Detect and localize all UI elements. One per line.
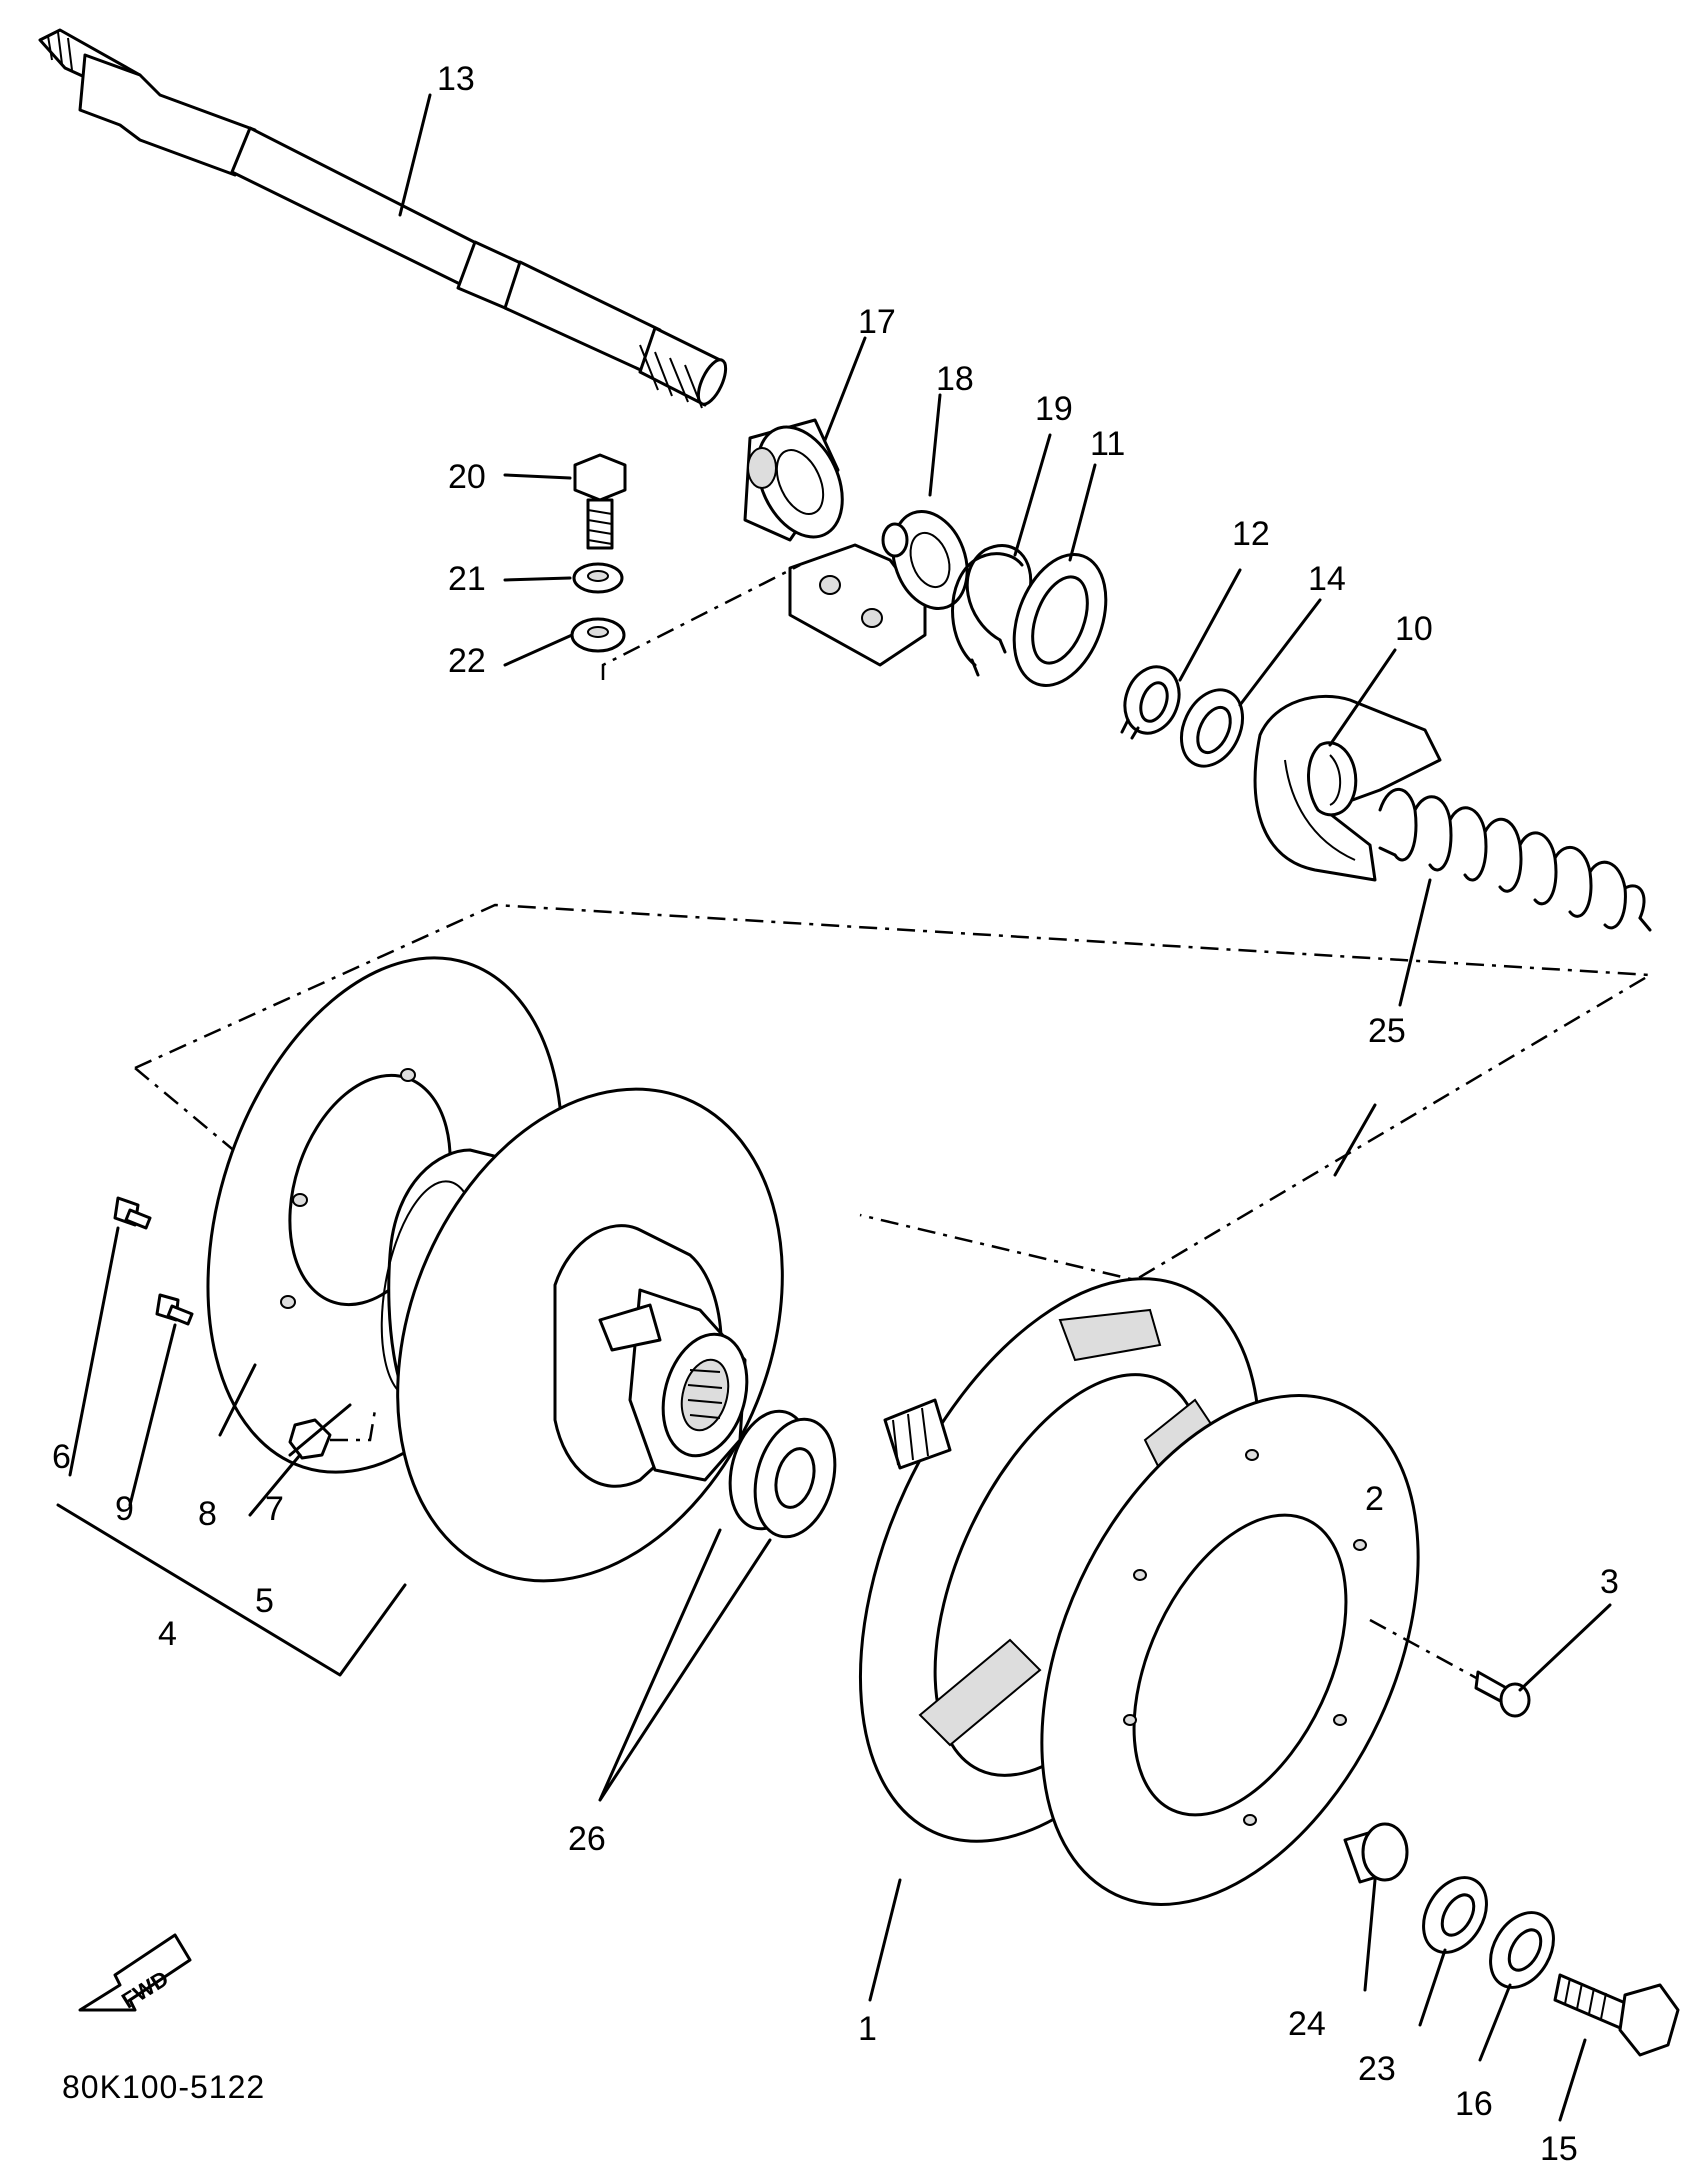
washer-part-22 — [570, 617, 626, 653]
part-label-7: 7 — [265, 1490, 284, 1528]
assembly-line-bolt — [601, 563, 801, 680]
diagram-code: 80K100-5122 — [62, 2069, 265, 2105]
part-label-6: 6 — [52, 1438, 71, 1476]
clip-part-19 — [951, 544, 1033, 677]
part-label-20: 20 — [448, 458, 486, 496]
plate-part-2 — [1040, 1394, 1420, 1906]
part-label-15: 15 — [1540, 2130, 1578, 2168]
bolt-part-6 — [113, 1196, 152, 1230]
part-label-22: 22 — [448, 642, 486, 680]
spring-part-25 — [1378, 787, 1652, 932]
bushing-part-26 — [728, 1409, 837, 1539]
group-bracket — [56, 1503, 407, 1677]
part-label-18: 18 — [936, 360, 974, 398]
bracket-part-18 — [788, 510, 969, 667]
part-label-1: 1 — [858, 2010, 877, 2048]
part-label-5: 5 — [255, 1582, 274, 1620]
shaft-part-13 — [38, 28, 728, 409]
part-label-26: 26 — [568, 1820, 606, 1858]
part-label-14: 14 — [1308, 560, 1346, 598]
part-label-16: 16 — [1455, 2085, 1493, 2123]
part-label-19: 19 — [1035, 390, 1073, 428]
part-label-21: 21 — [448, 560, 486, 598]
part-label-23: 23 — [1358, 2050, 1396, 2088]
part-label-8: 8 — [198, 1495, 217, 1533]
part-label-10: 10 — [1395, 610, 1433, 648]
part-label-17: 17 — [858, 303, 896, 341]
part-label-13: 13 — [437, 60, 475, 98]
spacer-part-24 — [1343, 1822, 1409, 1884]
bolt-part-20 — [573, 453, 627, 550]
part-label-4: 4 — [158, 1615, 177, 1653]
bolt-part-9 — [155, 1293, 194, 1326]
lockwasher-part-21 — [572, 562, 624, 594]
part-label-3: 3 — [1600, 1563, 1619, 1601]
part-label-25: 25 — [1368, 1012, 1406, 1050]
washer-part-14 — [1180, 688, 1244, 768]
washer-part-23 — [1422, 1876, 1488, 1954]
circlip-part-12 — [1120, 665, 1181, 740]
part-label-12: 12 — [1232, 515, 1270, 553]
leader-lines — [68, 93, 1612, 2122]
cam-part-10 — [1253, 694, 1442, 882]
part-label-2: 2 — [1365, 1480, 1384, 1518]
forward-arrow-icon: FWD — [78, 1933, 192, 2013]
screw-part-3 — [1369, 1618, 1531, 1718]
bolt-part-15 — [1553, 1973, 1680, 2057]
bearing-part-17 — [743, 418, 844, 542]
sheave-front-disc — [396, 1087, 784, 1583]
washer-part-16 — [1489, 1911, 1555, 1989]
part-label-11: 11 — [1090, 425, 1125, 463]
washer-part-11 — [1012, 553, 1108, 687]
part-label-24: 24 — [1288, 2005, 1326, 2043]
part-label-9: 9 — [115, 1490, 134, 1528]
